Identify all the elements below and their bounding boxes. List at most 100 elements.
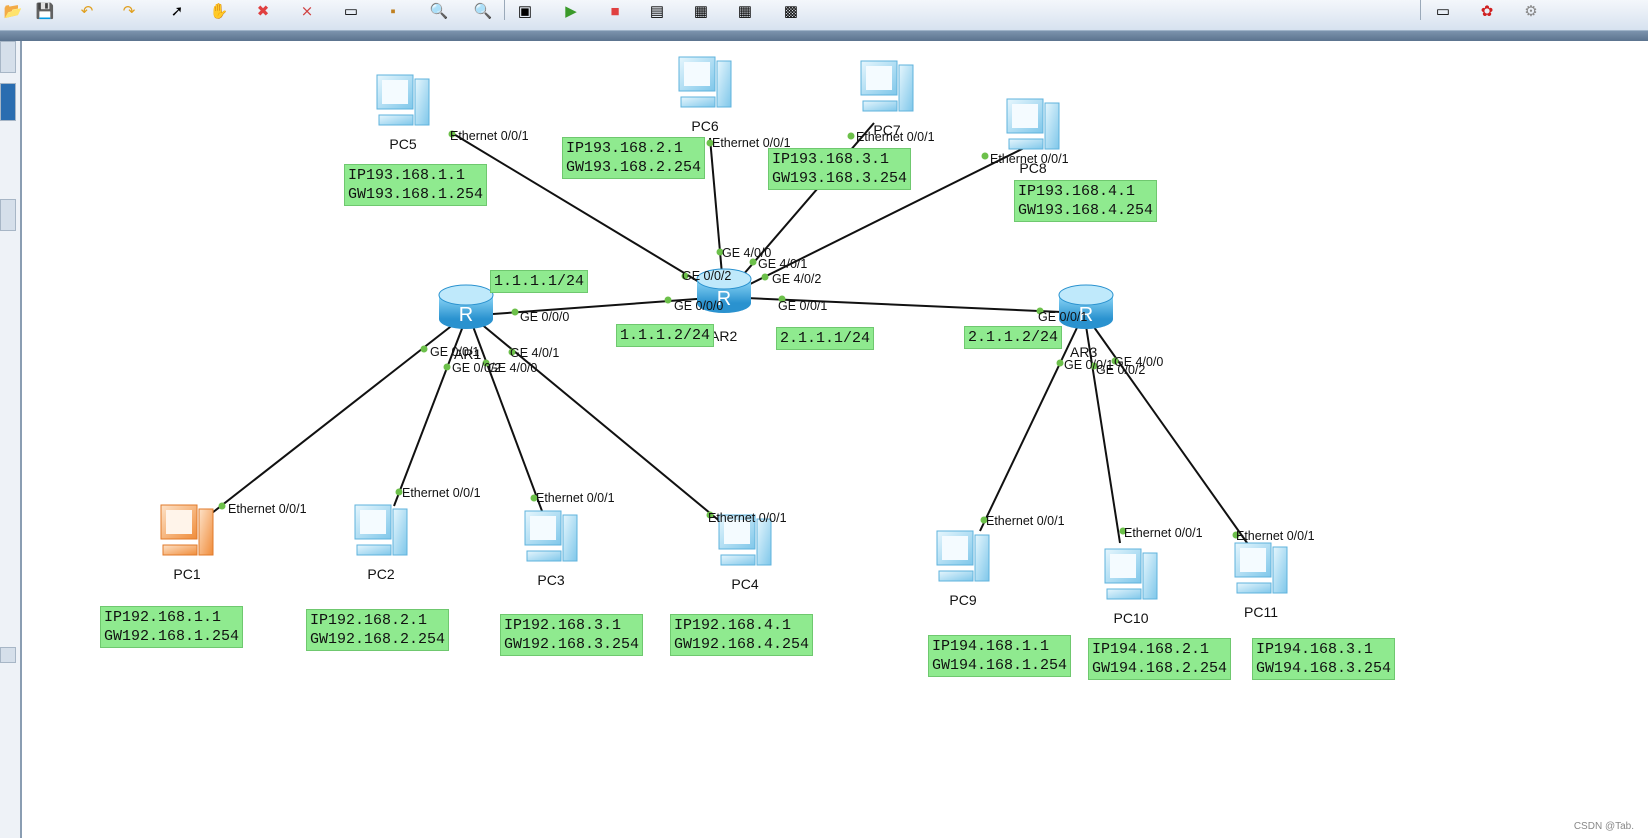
undo-icon[interactable]: ↶ (80, 3, 94, 20)
pointer-icon[interactable]: ➚ (170, 3, 184, 20)
pc-pc5[interactable]: PC5 (368, 73, 438, 152)
fit-icon[interactable]: ▣ (517, 3, 533, 20)
stop-icon[interactable]: ■ (610, 2, 620, 20)
delete-icon[interactable]: ✖ (256, 3, 270, 20)
ip-note-pc2[interactable]: IP192.168.2.1 GW192.168.2.254 (306, 609, 450, 651)
link-ar1-pc2 (393, 312, 469, 507)
pc-icon (1104, 548, 1158, 600)
pc-label: PC9 (949, 592, 977, 608)
pc-pc9[interactable]: PC9 (928, 529, 998, 608)
pc-label: PC8 (1019, 160, 1047, 176)
link-ar3-pc11 (1083, 312, 1251, 548)
port-dot (664, 296, 672, 304)
router-ar2[interactable]: R (694, 265, 754, 320)
port-dot (681, 272, 689, 280)
router-ar3[interactable]: R (1056, 281, 1116, 336)
ip-note-pc5[interactable]: IP193.168.1.1 GW193.168.1.254 (344, 164, 488, 206)
port-dot (511, 308, 519, 316)
ip-note-pc9[interactable]: IP194.168.1.1 GW194.168.1.254 (928, 635, 1072, 677)
hand-icon[interactable]: ✋ (209, 3, 229, 20)
link-ar3-pc10 (1083, 312, 1121, 544)
ip-note-pc11[interactable]: IP194.168.3.1 GW194.168.3.254 (1252, 638, 1396, 680)
router-label: AR1 (454, 346, 482, 362)
port-dot (1090, 362, 1098, 370)
pc-pc6[interactable]: PC6 (670, 55, 740, 134)
text-icon[interactable]: ▭ (343, 3, 359, 20)
port-dot (1232, 531, 1240, 539)
pc-label: PC2 (367, 566, 395, 582)
pc-pc2[interactable]: PC2 (346, 503, 416, 582)
port-label: Ethernet 0/0/1 (1124, 526, 1203, 540)
pc-pc11[interactable]: PC11 (1226, 541, 1296, 620)
ip-note-pc8[interactable]: IP193.168.4.1 GW193.168.4.254 (1014, 180, 1158, 222)
router-label: AR3 (1070, 344, 1098, 360)
cli-icon[interactable]: ▩ (783, 3, 799, 20)
ip-note-pc4[interactable]: IP192.168.4.1 GW192.168.4.254 (670, 614, 814, 656)
port-label: GE 4/0/2 (772, 272, 822, 286)
watermark: CSDN @Tab. (1573, 821, 1634, 832)
ip-note-ar1-link[interactable]: 1.1.1.1/24 (490, 270, 589, 293)
ip-note-ar2-link-left[interactable]: 1.1.1.2/24 (616, 324, 715, 347)
port-dot (981, 152, 989, 160)
router-icon: R (696, 268, 752, 313)
ip-note-pc1[interactable]: IP192.168.1.1 GW192.168.1.254 (100, 606, 244, 648)
ip-note-ar2-link-right[interactable]: 2.1.1.1/24 (776, 327, 875, 350)
port-dot (218, 502, 226, 510)
settings-icon[interactable]: ⚙ (1524, 3, 1538, 20)
pc-label: PC4 (731, 576, 759, 592)
zoom-out-icon[interactable]: 🔍 (473, 3, 493, 20)
pc-icon (354, 504, 408, 556)
save-icon[interactable]: 💾 (35, 3, 55, 20)
huawei-icon[interactable]: ✿ (1480, 3, 1494, 20)
grid-icon[interactable]: ▦ (737, 3, 753, 20)
pc-pc8[interactable]: PC8 (998, 97, 1068, 176)
port-dot (1056, 359, 1064, 367)
port-label: GE 0/0/1 (1038, 310, 1088, 324)
pc-pc4[interactable]: PC4 (710, 513, 780, 592)
pc-pc7[interactable]: PC7 (852, 59, 922, 138)
ip-note-pc10[interactable]: IP194.168.2.1 GW194.168.2.254 (1088, 638, 1232, 680)
svg-text:R: R (1079, 304, 1093, 326)
port-dot (482, 359, 490, 367)
svg-text:R: R (717, 288, 731, 310)
ip-note-pc7[interactable]: IP193.168.3.1 GW193.168.3.254 (768, 148, 912, 190)
pc-label: PC1 (173, 566, 201, 582)
topology-icon[interactable]: ▦ (693, 3, 709, 20)
link-ar1-pc4 (467, 312, 723, 524)
panel-tab[interactable] (0, 647, 16, 663)
router-icon: R (1058, 284, 1114, 329)
topology-canvas[interactable]: R R AR2 R AR3 AR1 PC1 (22, 43, 1648, 838)
palette-icon[interactable]: ▪ (390, 2, 396, 20)
router-ar1[interactable]: R (436, 281, 496, 336)
capture-icon[interactable]: ▤ (649, 3, 665, 20)
port-label: GE 0/0/0 (520, 310, 570, 324)
toolbar-divider-bar (0, 31, 1648, 41)
ip-note-pc6[interactable]: IP193.168.2.1 GW193.168.2.254 (562, 137, 706, 179)
ip-note-pc3[interactable]: IP192.168.3.1 GW192.168.3.254 (500, 614, 644, 656)
start-icon[interactable]: ▶ (565, 3, 577, 20)
panel-tab[interactable] (0, 199, 16, 231)
chat-icon[interactable]: ▭ (1435, 3, 1451, 20)
port-label: GE 4/0/0 (488, 361, 538, 375)
pc-icon (160, 504, 214, 556)
pc-pc1[interactable]: PC1 (152, 503, 222, 582)
pc-label: PC6 (691, 118, 719, 134)
port-label: GE 4/0/0 (1114, 355, 1164, 369)
zoom-in-icon[interactable]: 🔍 (429, 3, 449, 20)
panel-tab[interactable] (0, 41, 16, 73)
pc-pc3[interactable]: PC3 (516, 509, 586, 588)
panel-tab-active[interactable] (0, 83, 16, 121)
link-ar2-pc5 (451, 132, 725, 298)
pc-pc10[interactable]: PC10 (1096, 547, 1166, 626)
pc-label: PC10 (1113, 610, 1149, 626)
ip-note-ar3-link[interactable]: 2.1.1.2/24 (964, 326, 1063, 349)
port-dot (706, 511, 714, 519)
port-dot (980, 516, 988, 524)
delete-link-icon[interactable]: ⨯ (300, 3, 314, 20)
device-panel[interactable] (0, 41, 22, 838)
port-label: GE 0/0/1 (1064, 358, 1114, 372)
port-dot (1036, 307, 1044, 315)
redo-icon[interactable]: ↷ (122, 3, 136, 20)
open-icon[interactable]: 📂 (3, 3, 23, 20)
link-ar1-pc3 (467, 312, 543, 512)
